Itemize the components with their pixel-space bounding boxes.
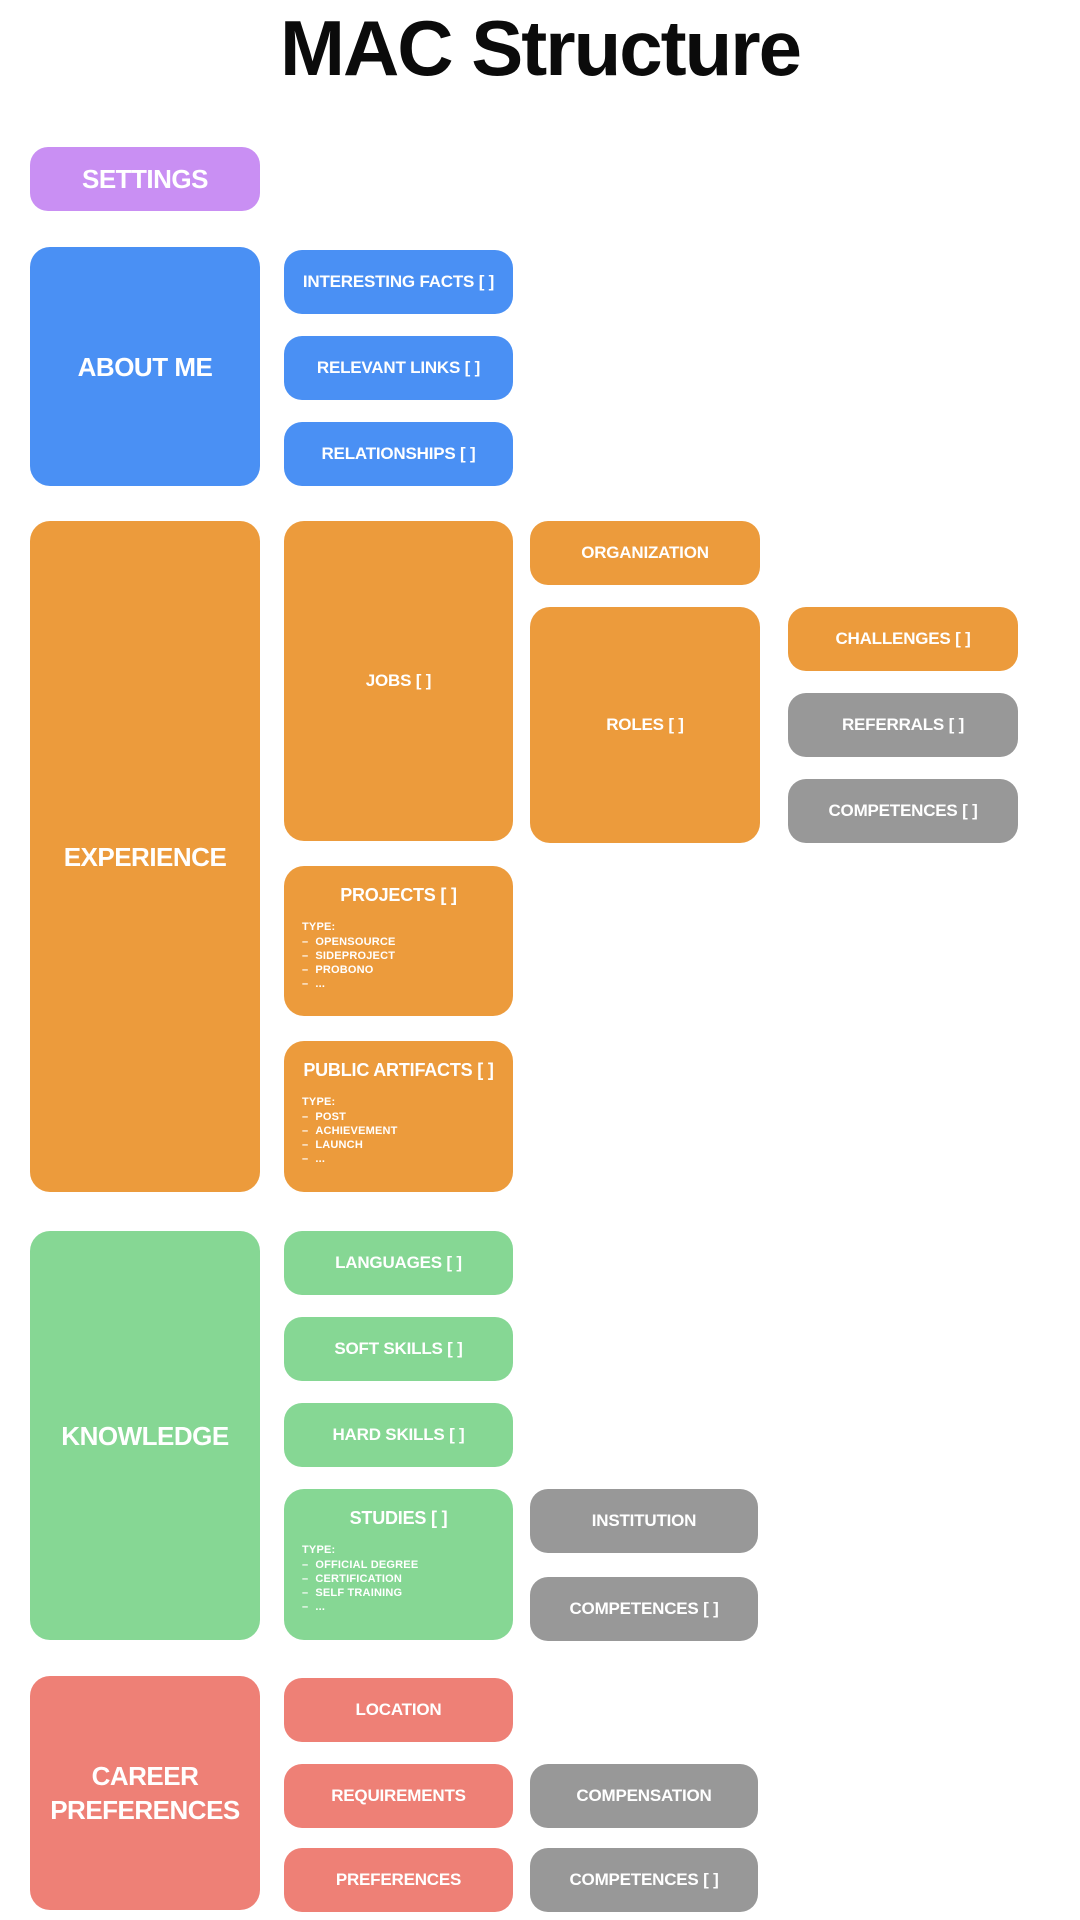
organization-label: ORGANIZATION <box>581 543 709 562</box>
node-studies[interactable]: STUDIES [ ] TYPE: OFFICIAL DEGREE CERTIF… <box>284 1489 513 1640</box>
referrals-label: REFERRALS [ ] <box>841 715 965 734</box>
node-institution[interactable]: INSTITUTION <box>530 1489 758 1553</box>
node-about-me[interactable]: ABOUT ME <box>30 247 260 486</box>
projects-type-item: OPENSOURCE <box>302 935 499 949</box>
knowledge-label: KNOWLEDGE <box>61 1420 229 1451</box>
studies-type-item: OFFICIAL DEGREE <box>302 1558 499 1572</box>
career-preferences-label: CAREER PREFERENCES <box>50 1761 240 1825</box>
preferences-competences-label: COMPETENCES [ ] <box>569 1870 719 1889</box>
node-jobs[interactable]: JOBS [ ] <box>284 521 513 841</box>
node-roles[interactable]: ROLES [ ] <box>530 607 760 843</box>
projects-type-list: TYPE: OPENSOURCE SIDEPROJECT PROBONO ... <box>284 906 513 991</box>
languages-label: LANGUAGES [ ] <box>335 1253 462 1272</box>
node-preferences-competences[interactable]: COMPETENCES [ ] <box>530 1848 758 1912</box>
projects-type-item: PROBONO <box>302 963 499 977</box>
node-compensation[interactable]: COMPENSATION <box>530 1764 758 1828</box>
studies-type-item: ... <box>302 1600 499 1614</box>
location-label: LOCATION <box>355 1700 442 1719</box>
studies-type-list: TYPE: OFFICIAL DEGREE CERTIFICATION SELF… <box>284 1529 513 1614</box>
node-requirements[interactable]: REQUIREMENTS <box>284 1764 513 1828</box>
experience-label: EXPERIENCE <box>63 841 227 872</box>
soft-skills-label: SOFT SKILLS [ ] <box>334 1339 463 1358</box>
studies-type-item: SELF TRAINING <box>302 1586 499 1600</box>
studies-competences-label: COMPETENCES [ ] <box>569 1599 719 1618</box>
projects-label: PROJECTS [ ] <box>340 885 457 905</box>
public-artifacts-label: PUBLIC ARTIFACTS [ ] <box>303 1060 494 1080</box>
node-public-artifacts[interactable]: PUBLIC ARTIFACTS [ ] TYPE: POST ACHIEVEM… <box>284 1041 513 1192</box>
page-title: MAC Structure <box>279 4 802 92</box>
jobs-label: JOBS [ ] <box>365 671 432 690</box>
about-me-label: ABOUT ME <box>77 351 213 382</box>
public-artifacts-type-label: TYPE: <box>302 1096 336 1108</box>
node-settings[interactable]: SETTINGS <box>30 147 260 211</box>
node-interesting-facts[interactable]: INTERESTING FACTS [ ] <box>284 250 513 314</box>
node-relationships[interactable]: RELATIONSHIPS [ ] <box>284 422 513 486</box>
node-career-preferences[interactable]: CAREER PREFERENCES <box>30 1676 260 1910</box>
preferences-label: PREFERENCES <box>335 1870 462 1889</box>
roles-label: ROLES [ ] <box>606 715 684 734</box>
node-experience[interactable]: EXPERIENCE <box>30 521 260 1192</box>
requirements-label: REQUIREMENTS <box>331 1786 466 1805</box>
node-relevant-links[interactable]: RELEVANT LINKS [ ] <box>284 336 513 400</box>
challenges-label: CHALLENGES [ ] <box>835 629 971 648</box>
hard-skills-label: HARD SKILLS [ ] <box>332 1425 465 1444</box>
node-projects[interactable]: PROJECTS [ ] TYPE: OPENSOURCE SIDEPROJEC… <box>284 866 513 1016</box>
compensation-label: COMPENSATION <box>576 1786 712 1805</box>
node-preferences[interactable]: PREFERENCES <box>284 1848 513 1912</box>
studies-type-label: TYPE: <box>302 1544 336 1556</box>
node-soft-skills[interactable]: SOFT SKILLS [ ] <box>284 1317 513 1381</box>
public-artifacts-type-item: POST <box>302 1110 499 1124</box>
studies-label: STUDIES [ ] <box>349 1508 448 1528</box>
node-organization[interactable]: ORGANIZATION <box>530 521 760 585</box>
node-studies-competences[interactable]: COMPETENCES [ ] <box>530 1577 758 1641</box>
interesting-facts-label: INTERESTING FACTS [ ] <box>302 272 495 291</box>
relationships-label: RELATIONSHIPS [ ] <box>321 444 476 463</box>
projects-type-label: TYPE: <box>302 921 336 933</box>
studies-type-item: CERTIFICATION <box>302 1572 499 1586</box>
projects-type-item: SIDEPROJECT <box>302 949 499 963</box>
roles-competences-label: COMPETENCES [ ] <box>828 801 978 820</box>
node-hard-skills[interactable]: HARD SKILLS [ ] <box>284 1403 513 1467</box>
node-knowledge[interactable]: KNOWLEDGE <box>30 1231 260 1640</box>
node-challenges[interactable]: CHALLENGES [ ] <box>788 607 1018 671</box>
settings-label: SETTINGS <box>81 164 209 194</box>
public-artifacts-type-item: ACHIEVEMENT <box>302 1124 499 1138</box>
node-referrals[interactable]: REFERRALS [ ] <box>788 693 1018 757</box>
relevant-links-label: RELEVANT LINKS [ ] <box>316 358 481 377</box>
institution-label: INSTITUTION <box>591 1511 697 1530</box>
projects-type-item: ... <box>302 977 499 991</box>
public-artifacts-type-item: ... <box>302 1152 499 1166</box>
node-roles-competences[interactable]: COMPETENCES [ ] <box>788 779 1018 843</box>
node-languages[interactable]: LANGUAGES [ ] <box>284 1231 513 1295</box>
public-artifacts-type-list: TYPE: POST ACHIEVEMENT LAUNCH ... <box>284 1081 513 1166</box>
public-artifacts-type-item: LAUNCH <box>302 1138 499 1152</box>
node-location[interactable]: LOCATION <box>284 1678 513 1742</box>
